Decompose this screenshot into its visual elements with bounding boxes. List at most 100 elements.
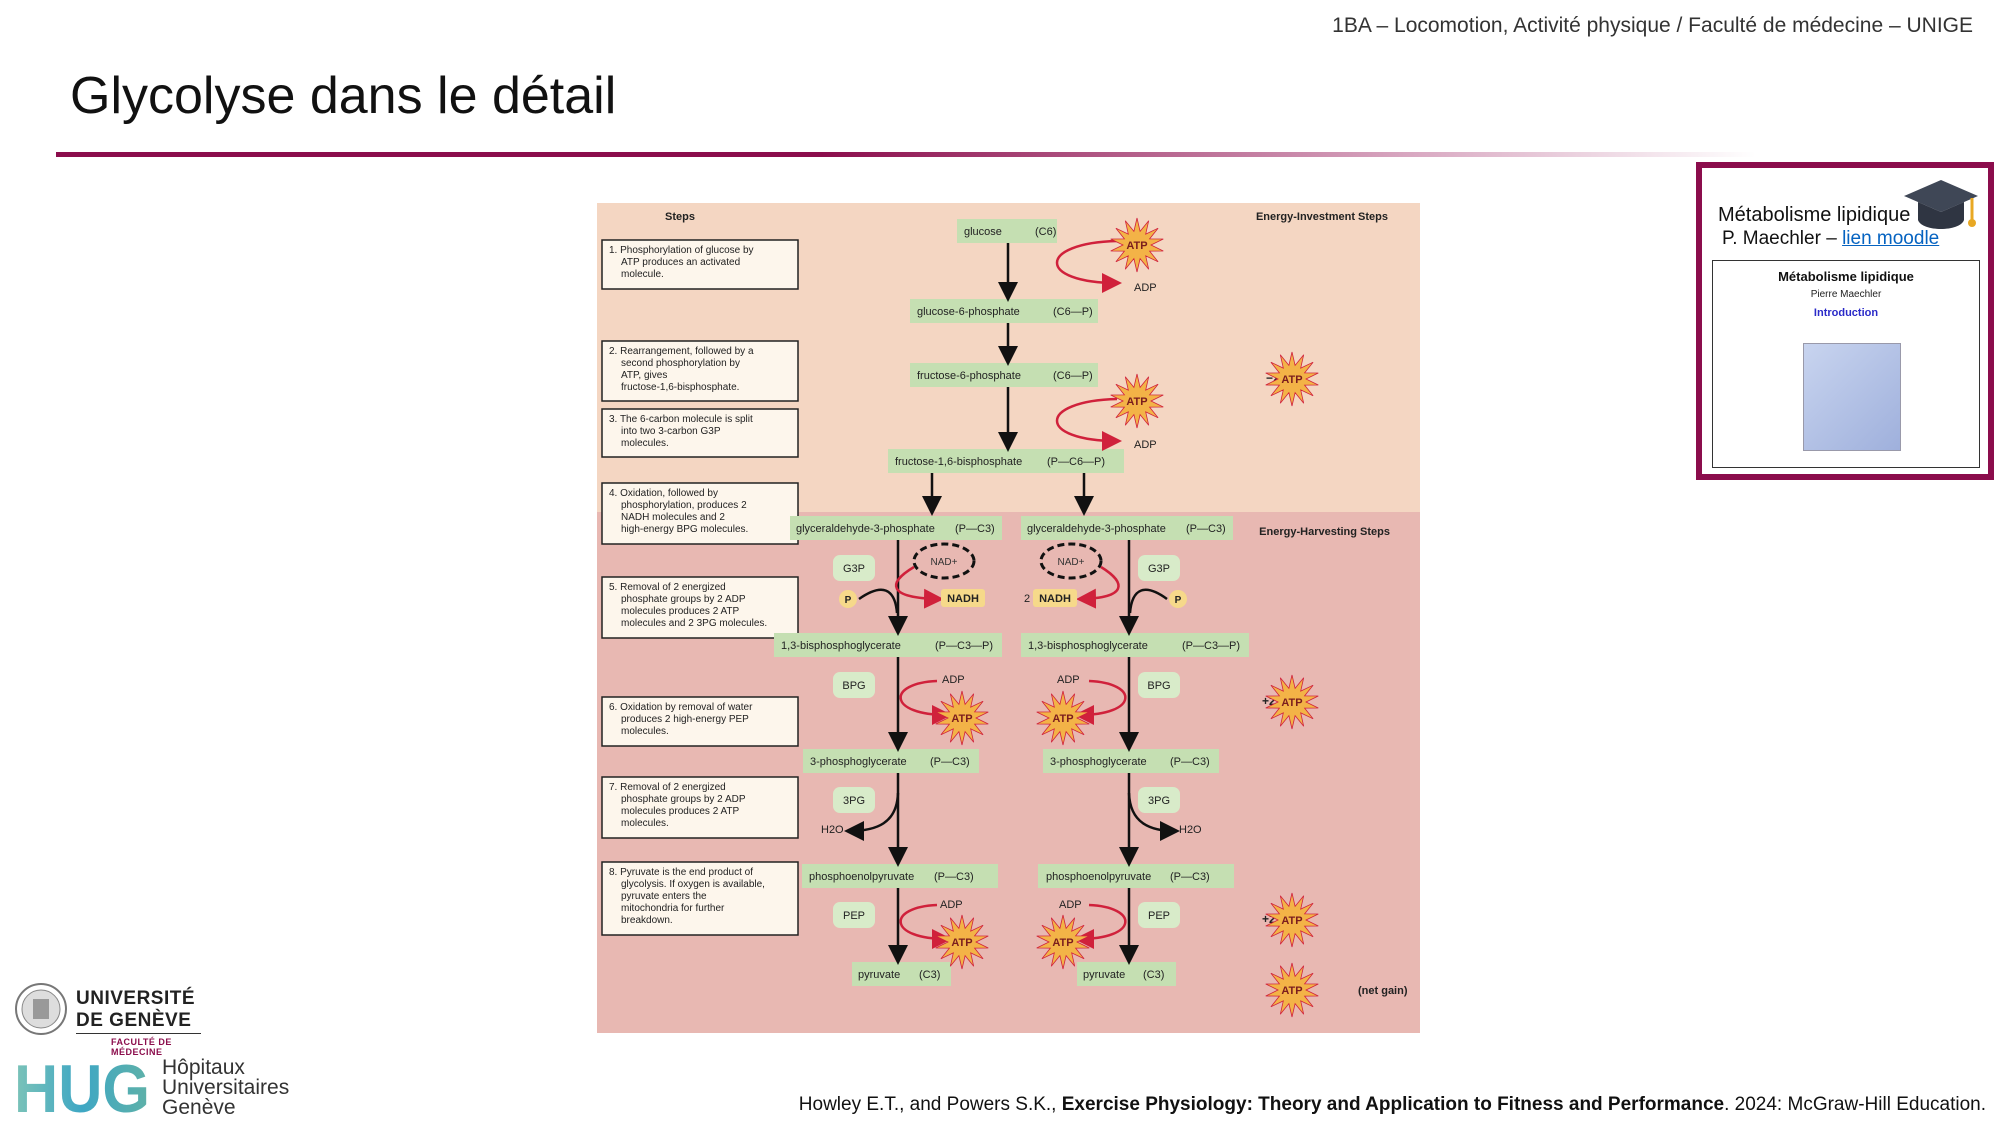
gap-formula-left: (P—C3): [955, 523, 995, 535]
nad-label-left: NAD+: [931, 557, 958, 568]
step-4-line-2: phosphorylation, produces 2: [621, 500, 747, 511]
phosphate-right-label: P: [1175, 595, 1182, 606]
adp-label-1: ADP: [1134, 282, 1157, 294]
adp-curve-left-7: [899, 903, 952, 949]
step-2-line-4: fructose-1,6-bisphosphate.: [621, 382, 739, 393]
atp-burst-5: [1036, 690, 1090, 746]
atp-adp-curve-2: [1056, 397, 1122, 451]
unige-seal-icon: [15, 983, 67, 1035]
g3p-tag-right-text: G3P: [1148, 563, 1170, 575]
pyruvate-formula-left: (C3): [919, 969, 940, 981]
adp-label-2: ADP: [1134, 439, 1157, 451]
step-5-line-2: phosphate groups by 2 ADP: [621, 594, 746, 605]
f6p-box: [910, 363, 1098, 387]
atp-label-3: ATP: [1281, 374, 1302, 386]
fbp-formula: (P—C6—P): [1047, 456, 1105, 468]
hug-letters: HUG: [14, 1054, 150, 1118]
gap-box-right: [1021, 516, 1233, 540]
atp-burst-3: [1265, 351, 1319, 407]
step-7-line-4: molecules.: [621, 818, 669, 829]
pg3-tag-right: [1138, 787, 1180, 813]
pyruvate-label-right: pyruvate: [1083, 969, 1125, 981]
atp-burst-9: [1265, 892, 1319, 948]
adp-curve-left-5: [899, 679, 952, 725]
nad-ring-right: [1039, 542, 1103, 580]
step-box-4: 4. Oxidation, followed byphosphorylation…: [601, 482, 799, 545]
nad-curve-left: [894, 565, 944, 609]
hug-letters-icon: HUG: [14, 1054, 150, 1118]
bpg-box-left: [774, 633, 1002, 657]
step-4-line-1: 4. Oxidation, followed by: [609, 488, 718, 499]
adp-label-5: ADP: [940, 899, 963, 911]
unige-name-2: DE GENÈVE: [76, 1010, 192, 1031]
investment-header: Energy-Investment Steps: [1256, 211, 1388, 223]
step-4-line-3: NADH molecules and 2: [621, 512, 725, 523]
step-3-line-1: 3. The 6-carbon molecule is split: [609, 414, 753, 425]
pg3-formula-left: (P—C3): [930, 756, 970, 768]
adp-curve-right-7: [1074, 903, 1127, 949]
steps-header: Steps: [665, 211, 695, 223]
pep-box-left: [802, 864, 998, 888]
step-box-6: 6. Oxidation by removal of waterproduces…: [601, 696, 799, 747]
gap-label-right: glyceraldehyde-3-phosphate: [1027, 523, 1166, 535]
harvest-header: Energy-Harvesting Steps: [1259, 526, 1390, 538]
glucose-box: [957, 219, 1057, 243]
pyruvate-formula-right: (C3): [1143, 969, 1164, 981]
step-7-line-2: phosphate groups by 2 ADP: [621, 794, 746, 805]
moodle-link-card[interactable]: Métabolisme lipidique P. Maechler – lien…: [1696, 162, 1994, 480]
step-3-line-2: into two 3-carbon G3P: [621, 426, 721, 437]
step-8-line-3: pyruvate enters the: [621, 891, 707, 902]
pep-box-right: [1038, 864, 1234, 888]
pep-tag-left: [833, 902, 875, 928]
citation: Howley E.T., and Powers S.K., Exercise P…: [799, 1094, 1986, 1116]
pyruvate-label-left: pyruvate: [858, 969, 900, 981]
step-7-line-1: 7. Removal of 2 energized: [609, 782, 726, 793]
moodle-author-line: P. Maechler – lien moodle: [1722, 228, 1939, 250]
unige-logo: UNIVERSITÉ DE GENÈVE FACULTÉ DE MÉDECINE: [14, 980, 204, 1057]
thumbnail-image: [1803, 343, 1901, 451]
moodle-thumbnail[interactable]: Métabolisme lipidique Pierre Maechler In…: [1712, 260, 1980, 468]
gap-box-left: [790, 516, 1002, 540]
atp-label-5: ATP: [1052, 713, 1073, 725]
moodle-link[interactable]: lien moodle: [1842, 228, 1940, 249]
pyruvate-box-right: [1077, 962, 1176, 986]
glucose-formula: (C6): [1035, 226, 1056, 238]
pep-formula-right: (P—C3): [1170, 871, 1210, 883]
nadh-label-right: NADH: [1039, 593, 1071, 605]
g6p-formula: (C6—P): [1053, 306, 1093, 318]
citation-authors: Howley E.T., and Powers S.K.,: [798, 1094, 1062, 1115]
atp-burst-1: [1110, 217, 1164, 273]
step-8-line-1: 8. Pyruvate is the end product of: [609, 867, 753, 878]
thumbnail-title: Métabolisme lipidique: [1778, 269, 1914, 284]
atp-label-2: ATP: [1126, 396, 1147, 408]
g3p-tag-right: [1138, 555, 1180, 581]
hug-name-3: Genève: [162, 1096, 236, 1119]
step-6-line-1: 6. Oxidation by removal of water: [609, 702, 753, 713]
glucose-label: glucose: [964, 226, 1002, 238]
fbp-box: [888, 449, 1124, 473]
bpg-formula-left: (P—C3—P): [935, 640, 993, 652]
step-1-line-2: ATP produces an activated: [621, 257, 740, 268]
moodle-author: P. Maechler –: [1722, 228, 1843, 249]
phosphate-right: [1169, 590, 1187, 608]
atp-label-10: ATP: [1281, 985, 1302, 997]
nad-ring-left: [912, 542, 976, 580]
course-header: 1BA – Locomotion, Activité physique / Fa…: [1332, 14, 1973, 37]
atp-label-1: ATP: [1126, 240, 1147, 252]
atp-burst-4: [935, 690, 989, 746]
bpg-tag-right: [1138, 672, 1180, 698]
bpg-tag-left-text: BPG: [842, 680, 865, 692]
bpg-formula-right: (P—C3—P): [1182, 640, 1240, 652]
atp-label-8: ATP: [1052, 937, 1073, 949]
pg3-box-left: [803, 749, 979, 773]
unige-name-1: UNIVERSITÉ: [76, 988, 196, 1009]
f6p-formula: (C6—P): [1053, 370, 1093, 382]
atp-burst-7: [935, 914, 989, 970]
unige-divider: [76, 1033, 201, 1034]
atp-burst-2: [1110, 373, 1164, 429]
step-box-8: 8. Pyruvate is the end product ofglycoly…: [601, 861, 799, 936]
nad-curve-right: [1076, 565, 1120, 609]
